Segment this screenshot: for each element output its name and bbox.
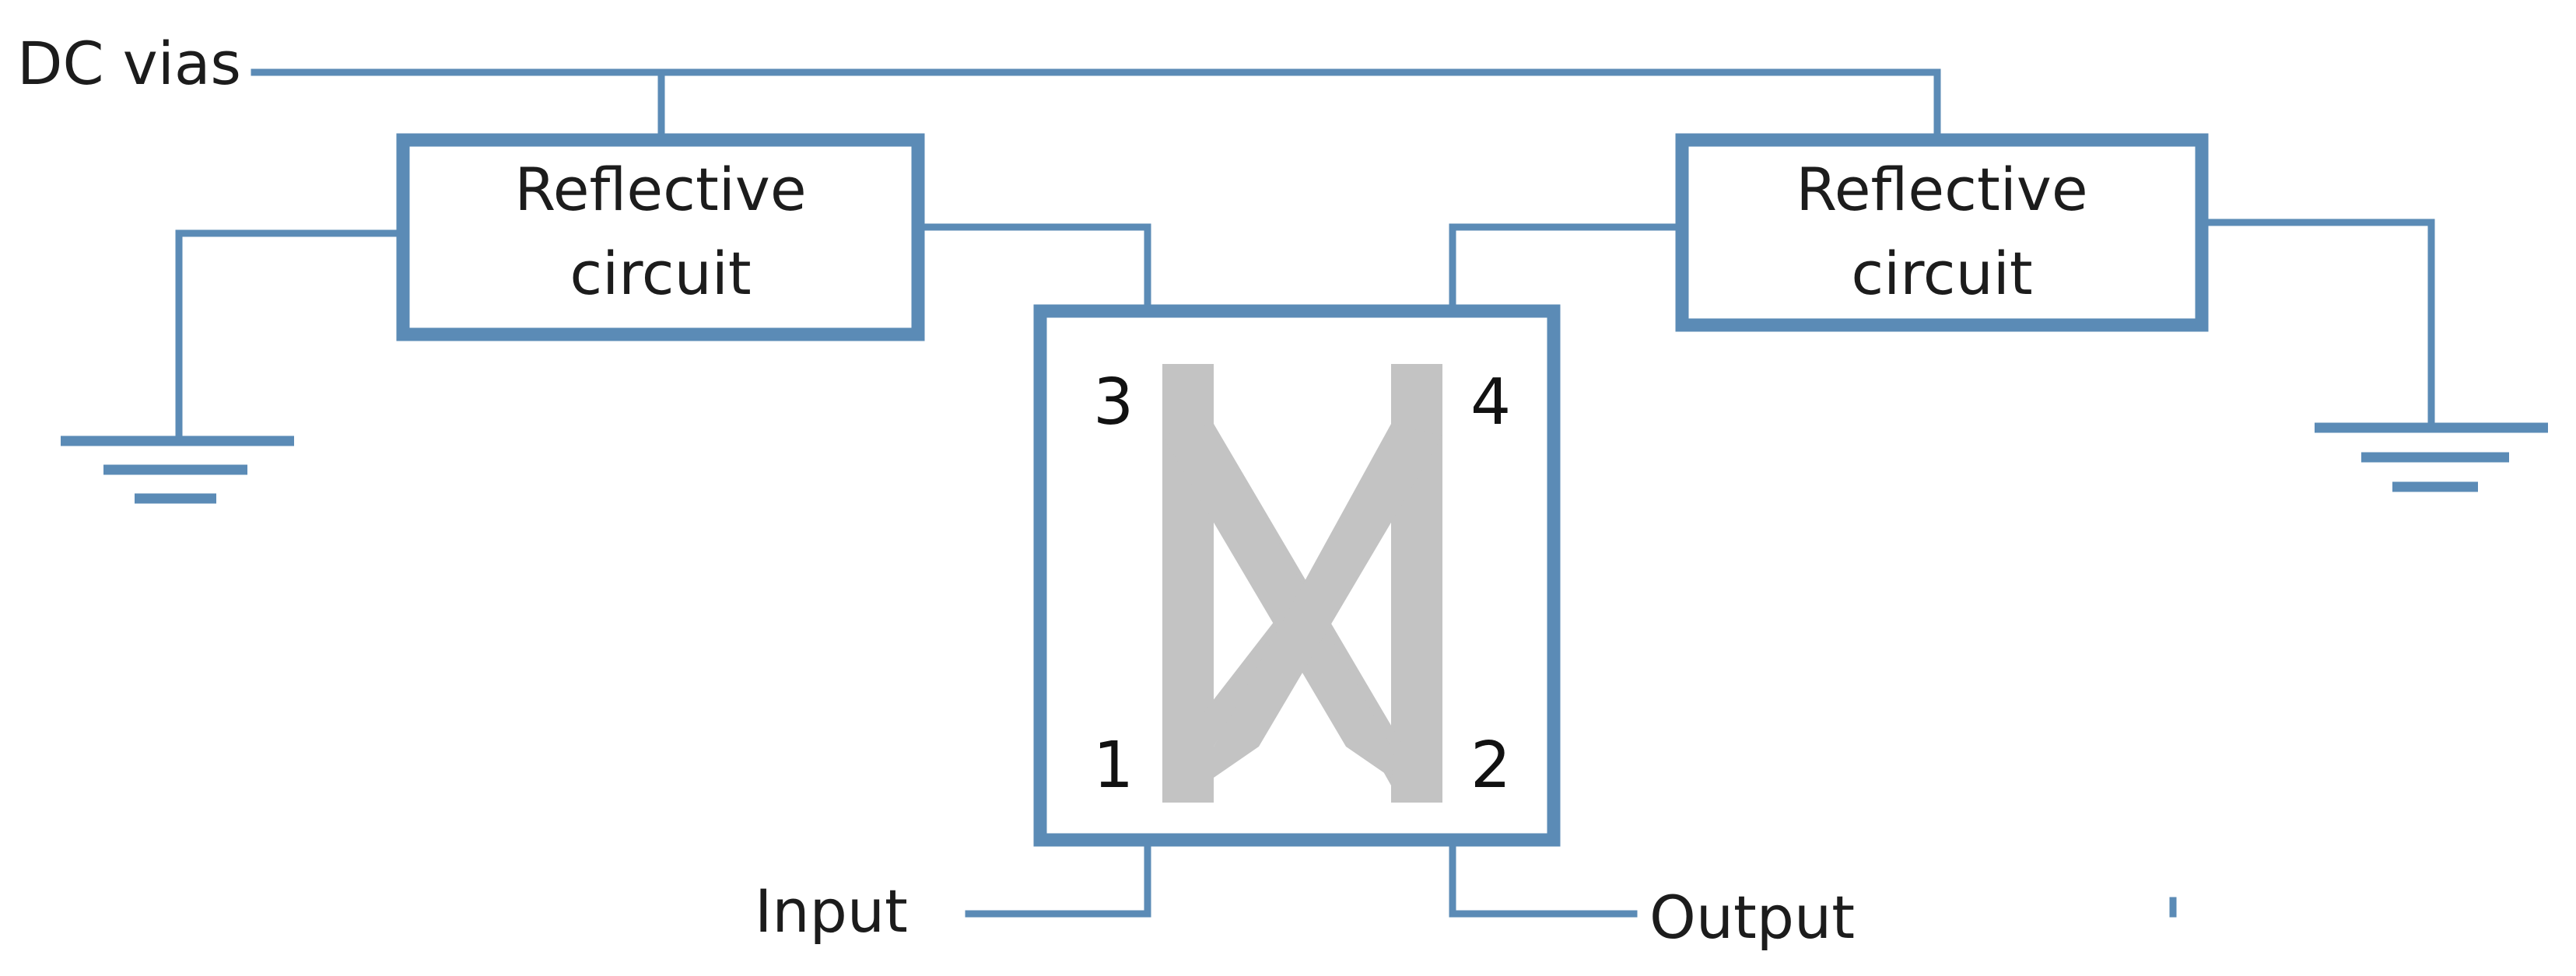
output-label: Output [1649, 883, 1855, 952]
right-ground-symbol [2315, 422, 2548, 492]
right-ground-wire [2198, 219, 2435, 432]
dc-vias-line [251, 68, 1941, 144]
right-circuit-to-port4-wire [1449, 223, 1686, 315]
left-circuit-to-port3-wire [914, 223, 1151, 315]
output-wire [1449, 836, 1638, 918]
reflective-circuit-left-line2: circuit [570, 239, 751, 308]
reflective-circuit-left-line1: Reflective [514, 155, 806, 224]
input-label: Input [755, 876, 908, 946]
port-2-label: 2 [1470, 729, 1511, 803]
coupler-crossover-shape [1162, 364, 1442, 803]
hybrid-coupler: 3 4 1 2 [1033, 304, 1561, 847]
reflective-circuit-right: Reflective circuit [1675, 133, 2209, 332]
port-3-label: 3 [1093, 366, 1134, 439]
dc-vias-label: DC vias [17, 29, 241, 98]
left-ground-symbol [61, 436, 294, 504]
reflective-circuit-right-line2: circuit [1851, 239, 2032, 308]
reflective-circuit-right-line1: Reflective [1796, 155, 2087, 224]
input-wire [965, 836, 1151, 918]
port-1-label: 1 [1093, 729, 1134, 803]
left-ground-wire [175, 229, 407, 443]
reflective-circuit-left: Reflective circuit [396, 133, 925, 341]
port-4-label: 4 [1470, 366, 1511, 439]
